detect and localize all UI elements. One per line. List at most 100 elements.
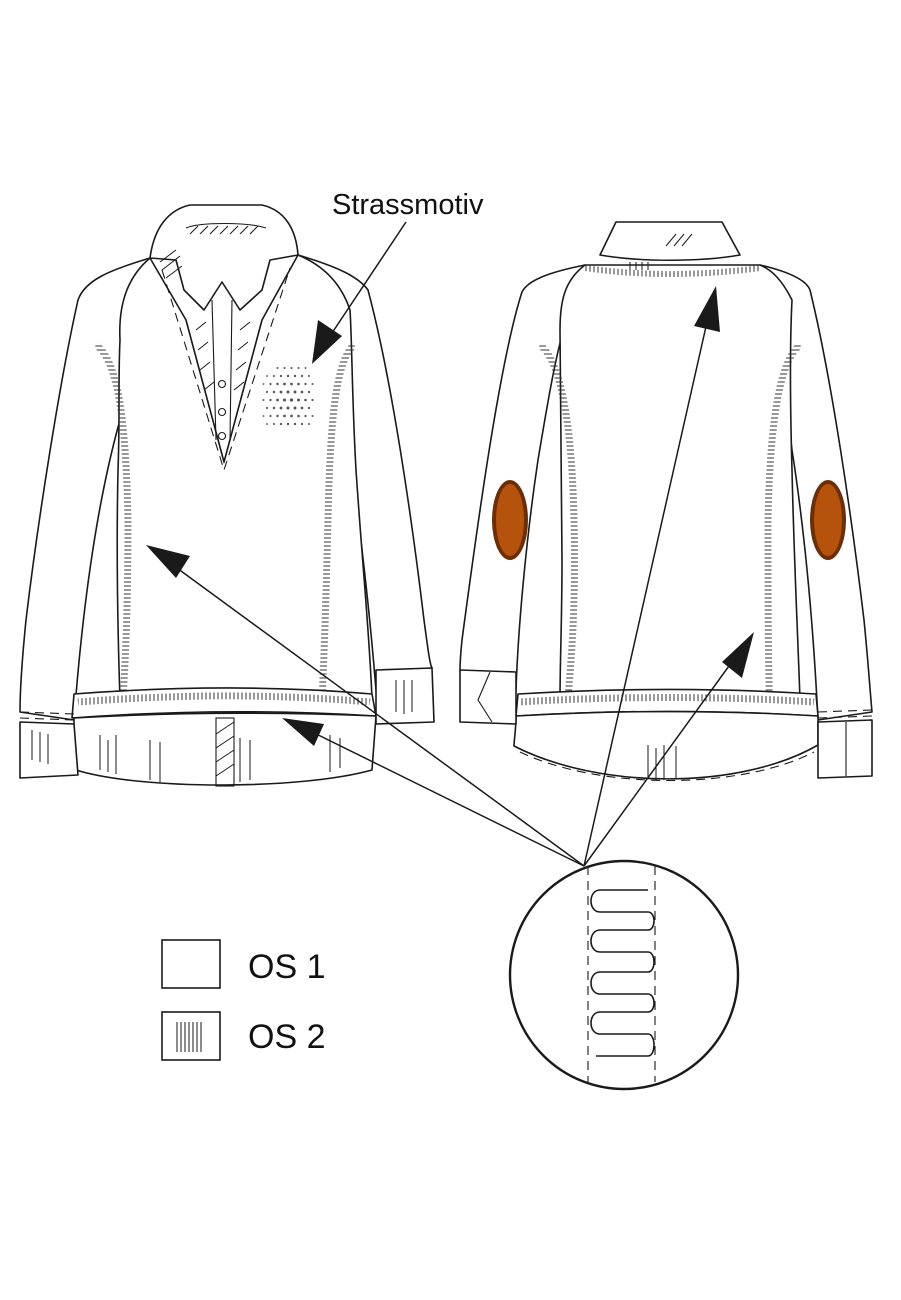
rhinestone: [272, 374, 276, 378]
back-left-cuff: [459, 669, 517, 725]
rhinestone: [293, 406, 297, 410]
rhinestone: [276, 398, 279, 402]
front-button-2: [217, 407, 227, 417]
back-collar-hatch: [629, 233, 693, 270]
rhinestone: [266, 375, 268, 377]
rhinestone: [266, 423, 268, 425]
motif-label: Strassmotiv: [332, 189, 484, 221]
rhinestone: [279, 390, 283, 394]
front-button-1: [217, 379, 227, 389]
rhinestone: [279, 374, 283, 378]
rhinestone: [286, 406, 290, 410]
rhinestone: [272, 406, 276, 410]
front-button-3: [217, 431, 227, 441]
back-shirt-hem-hatch: [647, 745, 677, 780]
front-right-cuff: [375, 667, 435, 725]
rhinestone: [262, 383, 265, 385]
back-shirt-hem-dash: [519, 751, 815, 782]
rhinestone: [279, 406, 283, 410]
rhinestone: [289, 398, 294, 402]
rhinestone: [307, 406, 311, 410]
front-inner-placket-hatch: [195, 321, 251, 391]
front-v-neck-dash: [161, 267, 291, 472]
front-collar-hatch: [159, 225, 259, 279]
rhinestone: [290, 366, 293, 370]
rhinestone: [286, 374, 290, 378]
rhinestone: [300, 406, 304, 410]
elbow-patch-left: [492, 480, 528, 560]
rhinestone: [269, 398, 272, 402]
front-left-princess-seam: [93, 342, 132, 711]
rhinestone: [290, 382, 293, 386]
rhinestone: [272, 422, 276, 426]
front-left-cuff-hatch: [31, 730, 49, 764]
back-left-cuff-slit: [477, 671, 493, 723]
detail-pointer-arrows: [146, 286, 754, 867]
rhinestone: [276, 414, 279, 418]
rhinestone: [265, 406, 269, 410]
back-body: [559, 264, 801, 701]
front-left-cuff: [19, 721, 79, 779]
front-hem-stitch: [77, 692, 371, 706]
rhinestone: [276, 382, 279, 386]
rhinestone: [304, 398, 307, 402]
rhinestone: [311, 382, 314, 386]
front-inner-placket: [211, 299, 233, 441]
rhinestone: [283, 414, 286, 418]
front-shirt-placket: [215, 717, 235, 787]
rhinestone: [297, 414, 300, 418]
rhinestone: [282, 398, 287, 402]
back-shirt-hem: [513, 710, 819, 780]
back-left-princess-seam: [537, 342, 579, 719]
rhinestone: [286, 390, 290, 394]
front-v-neck-inner: [185, 319, 263, 465]
coverstitch-loops: [590, 889, 655, 1057]
rhinestone: [279, 422, 283, 426]
rhinestone: [307, 390, 311, 394]
legend-swatch-os2-hatch: [176, 1022, 202, 1052]
back-view: [459, 221, 873, 782]
rhinestone: [272, 390, 276, 394]
rhinestone-motif: [262, 366, 314, 426]
legend-label-os2: OS 2: [248, 1018, 325, 1056]
back-right-cuff: [817, 719, 873, 779]
rhinestone: [293, 374, 297, 378]
coverstitch-detail-circle: [508, 859, 740, 1091]
rhinestone: [311, 398, 314, 402]
rhinestone: [286, 422, 290, 426]
front-shirt-hem: [73, 712, 377, 786]
legend: OS 1 OS 2: [161, 939, 325, 1061]
back-right-princess-seam: [764, 342, 803, 719]
rhinestone: [276, 367, 279, 369]
front-right-cuff-hatch: [395, 680, 413, 714]
front-collar: [149, 204, 299, 311]
rhinestone: [269, 382, 272, 386]
rhinestone: [304, 414, 307, 418]
rhinestone: [300, 422, 304, 426]
legend-label-os1: OS 1: [248, 948, 325, 986]
front-body: [116, 254, 373, 701]
rhinestone: [304, 382, 307, 386]
rhinestone: [293, 390, 297, 394]
rhinestone: [297, 366, 300, 370]
rhinestone: [300, 374, 304, 378]
front-placket-hatch: [215, 721, 235, 777]
elbow-patch-right: [810, 480, 846, 560]
rhinestone: [293, 422, 297, 426]
rhinestone: [262, 399, 265, 401]
rhinestone: [283, 366, 286, 370]
front-right-princess-seam: [318, 342, 357, 701]
rhinestone: [311, 414, 314, 418]
front-left-cuff-dash: [19, 711, 75, 721]
rhinestone: [269, 414, 272, 418]
rhinestone: [290, 414, 293, 418]
rhinestone: [308, 375, 310, 377]
rhinestone: [297, 382, 300, 386]
back-neck-band: [584, 265, 761, 277]
rhinestone: [297, 398, 300, 402]
rhinestone: [265, 390, 269, 394]
rhinestone: [304, 367, 307, 369]
legend-swatch-os2: [161, 1011, 221, 1061]
rhinestone: [283, 382, 286, 386]
